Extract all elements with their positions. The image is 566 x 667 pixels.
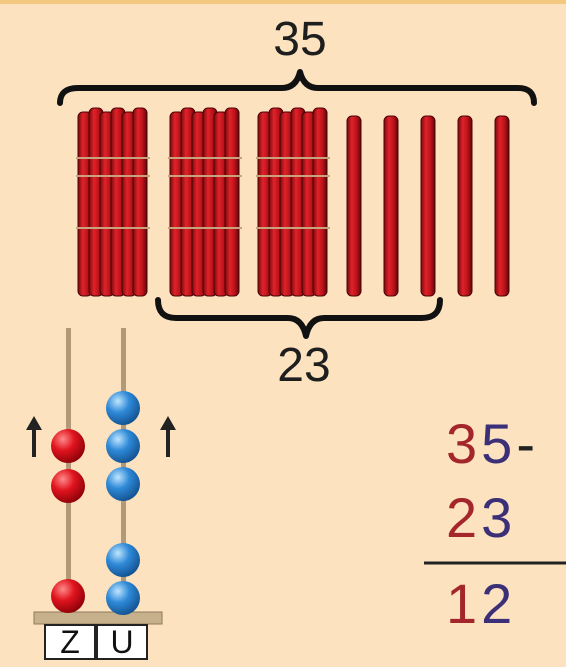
stick-bundles [76, 107, 510, 297]
units-bead [106, 391, 140, 425]
ten-bundle [256, 107, 330, 297]
arrow-up-icon-tens [26, 416, 42, 457]
one-stick [383, 115, 399, 297]
tens-bead [51, 429, 85, 463]
top-border [0, 0, 566, 4]
units-bead [106, 429, 140, 463]
one-stick [457, 115, 473, 297]
units-bead [106, 467, 140, 501]
subtrahend-tens: 2 [446, 486, 482, 549]
tens-bead [51, 579, 85, 613]
minus-sign: - [516, 412, 539, 475]
subtrahend: 23 [446, 490, 516, 546]
result: 12 [446, 576, 516, 632]
arrow-up-icon-units [160, 416, 176, 457]
stick [132, 107, 148, 297]
stick [224, 107, 240, 297]
brace-total [57, 69, 537, 106]
minuend-tens: 3 [446, 412, 482, 475]
minuend: 35- [446, 416, 539, 472]
stick [312, 107, 328, 297]
abacus-base [33, 611, 163, 625]
tens-bead [51, 469, 85, 503]
abacus-beads [51, 391, 140, 615]
result-tens: 1 [446, 572, 482, 635]
one-stick [494, 115, 510, 297]
brace-removed [155, 297, 443, 339]
units-bead [106, 581, 140, 615]
subtrahend-units: 3 [481, 486, 517, 549]
units-bead [106, 543, 140, 577]
result-units: 2 [481, 572, 517, 635]
minuend-units: 5 [481, 412, 517, 475]
column-label-tens: Z [44, 624, 96, 660]
label-removed: 23 [277, 339, 331, 392]
abacus [26, 328, 176, 625]
ten-bundle [76, 107, 150, 297]
one-stick [346, 115, 362, 297]
one-stick [420, 115, 436, 297]
ten-bundle [168, 107, 242, 297]
label-total: 35 [273, 13, 327, 66]
column-label-units: U [96, 624, 148, 660]
